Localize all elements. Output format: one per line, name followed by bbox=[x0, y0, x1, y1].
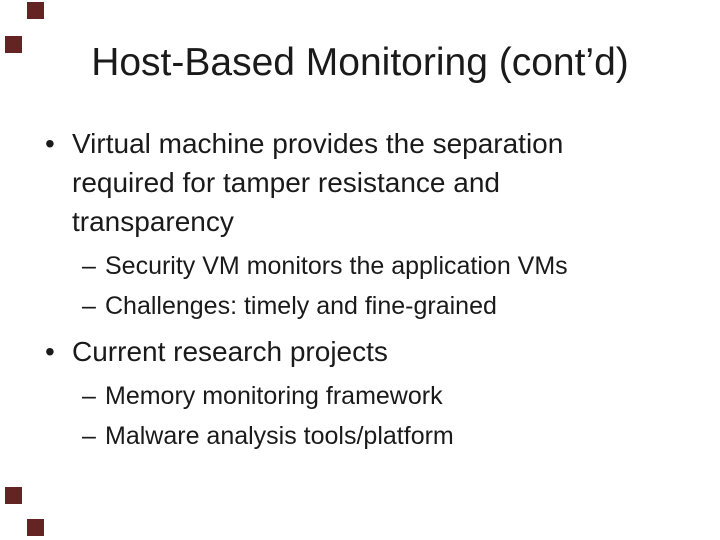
dash-icon: – bbox=[82, 382, 96, 410]
bullet-text: Virtual machine provides the separation … bbox=[72, 124, 563, 241]
dash-icon: – bbox=[82, 252, 96, 280]
bullet-line: required for tamper resistance and bbox=[72, 167, 500, 198]
decoration-square-top-1 bbox=[27, 2, 44, 19]
dash-icon: – bbox=[82, 422, 96, 450]
bullet-icon: • bbox=[45, 128, 55, 159]
sub-bullet-malware-analysis: – Malware analysis tools/platform bbox=[45, 416, 695, 456]
bullet-icon: • bbox=[45, 336, 55, 367]
sub-bullet-text: Security VM monitors the application VMs bbox=[105, 252, 568, 280]
sub-bullet-text: Malware analysis tools/platform bbox=[105, 422, 454, 450]
bullet-line: Virtual machine provides the separation bbox=[72, 128, 564, 159]
sub-bullet-memory-monitoring: – Memory monitoring framework bbox=[45, 376, 695, 416]
bullet-line: transparency bbox=[72, 206, 234, 237]
dash-icon: – bbox=[82, 292, 96, 320]
decoration-square-top-2 bbox=[5, 36, 22, 53]
bullet-text: Current research projects bbox=[72, 336, 388, 367]
bullet-item-current-research: • Current research projects bbox=[45, 332, 695, 371]
slide-body: • Virtual machine provides the separatio… bbox=[45, 124, 695, 456]
decoration-square-bottom-1 bbox=[5, 487, 22, 504]
sub-bullet-security-vm: – Security VM monitors the application V… bbox=[45, 246, 695, 286]
slide-title: Host-Based Monitoring (cont’d) bbox=[91, 41, 629, 84]
sub-bullet-text: Memory monitoring framework bbox=[105, 382, 443, 410]
bullet-item-virtual-machine: • Virtual machine provides the separatio… bbox=[45, 124, 695, 241]
sub-bullet-text: Challenges: timely and fine-grained bbox=[105, 292, 497, 320]
sub-bullet-challenges: – Challenges: timely and fine-grained bbox=[45, 286, 695, 326]
decoration-square-bottom-2 bbox=[27, 519, 44, 536]
